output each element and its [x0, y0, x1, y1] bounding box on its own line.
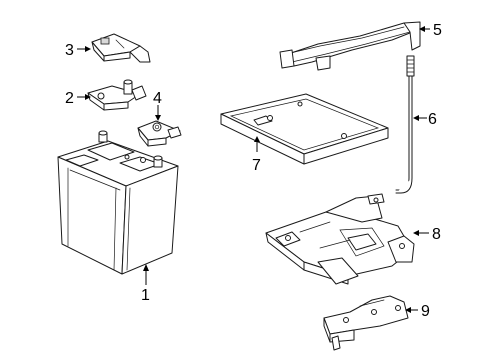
leader-line-6 — [413, 115, 427, 121]
negative-terminal-clamp — [137, 120, 182, 147]
callout-3: 3 — [65, 42, 74, 59]
leader-line-4 — [155, 105, 161, 121]
callout-1: 1 — [141, 287, 150, 304]
leader-line-2 — [77, 94, 91, 100]
leader-line-5 — [419, 26, 430, 32]
callout-9: 9 — [421, 303, 430, 320]
callout-6: 6 — [428, 111, 437, 128]
callout-2: 2 — [65, 90, 74, 107]
callout-8: 8 — [432, 226, 441, 243]
leader-line-1 — [143, 264, 149, 285]
support-bracket — [323, 295, 409, 351]
battery — [57, 130, 179, 275]
callout-5: 5 — [433, 22, 442, 39]
positive-terminal-clamp — [87, 79, 147, 111]
callout-7: 7 — [252, 157, 261, 174]
battery-tray — [220, 93, 389, 165]
callout-4: 4 — [153, 90, 162, 107]
leader-line-8 — [413, 230, 429, 236]
battery-carrier — [265, 193, 415, 285]
hold-down-rod — [395, 55, 415, 194]
leader-line-3 — [77, 46, 91, 52]
leader-line-9 — [405, 307, 418, 313]
hold-down-clamp — [279, 21, 421, 71]
terminal-cover — [91, 33, 151, 63]
leader-line-7 — [254, 136, 260, 152]
